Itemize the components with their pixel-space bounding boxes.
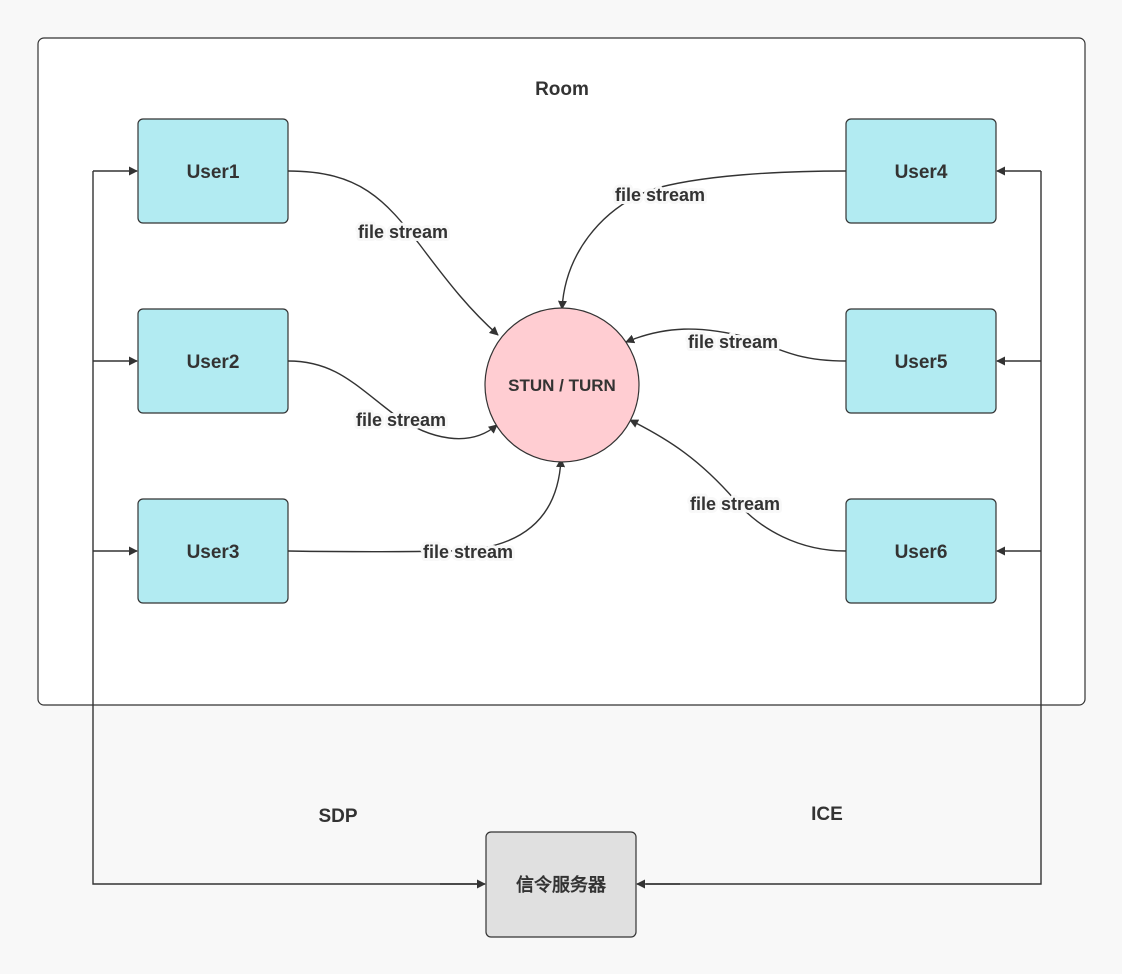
- stun-turn-node[interactable]: STUN / TURN: [484, 307, 640, 463]
- room-label: Room: [535, 79, 589, 100]
- file-stream-label-user3: file stream: [423, 542, 513, 562]
- signaling-server-label: 信令服务器: [516, 874, 607, 896]
- ice-bus-line: [646, 171, 1042, 885]
- user1-label: User1: [187, 162, 240, 183]
- user1-node[interactable]: User1: [137, 118, 289, 224]
- user2-node[interactable]: User2: [137, 308, 289, 414]
- signaling-server-node[interactable]: 信令服务器: [485, 831, 637, 938]
- user6-node[interactable]: User6: [845, 498, 997, 604]
- file-stream-edge-user5: [625, 328, 847, 362]
- file-stream-edge-user4: [557, 170, 847, 310]
- stun-turn-label: STUN / TURN: [508, 376, 616, 395]
- user6-label: User6: [895, 542, 948, 563]
- user5-label: User5: [895, 352, 948, 373]
- file-stream-label-user2: file stream: [356, 410, 446, 430]
- sdp-label: SDP: [318, 806, 357, 827]
- ice-label: ICE: [811, 804, 843, 825]
- file-stream-edge-user3: [287, 458, 566, 553]
- user5-node[interactable]: User5: [845, 308, 997, 414]
- sdp-bus-line: [92, 171, 477, 885]
- file-stream-label-user6: file stream: [690, 494, 780, 514]
- file-stream-label-user4: file stream: [615, 185, 705, 205]
- user3-node[interactable]: User3: [137, 498, 289, 604]
- file-stream-label-user1: file stream: [358, 222, 448, 242]
- user2-label: User2: [187, 352, 240, 373]
- file-stream-label-user5: file stream: [688, 332, 778, 352]
- file-stream-edge-user1: [287, 170, 499, 336]
- user3-label: User3: [187, 542, 240, 563]
- user4-label: User4: [895, 162, 948, 183]
- user4-node[interactable]: User4: [845, 118, 997, 224]
- file-stream-edge-user6: [629, 419, 847, 552]
- file-stream-edge-user2: [287, 360, 498, 440]
